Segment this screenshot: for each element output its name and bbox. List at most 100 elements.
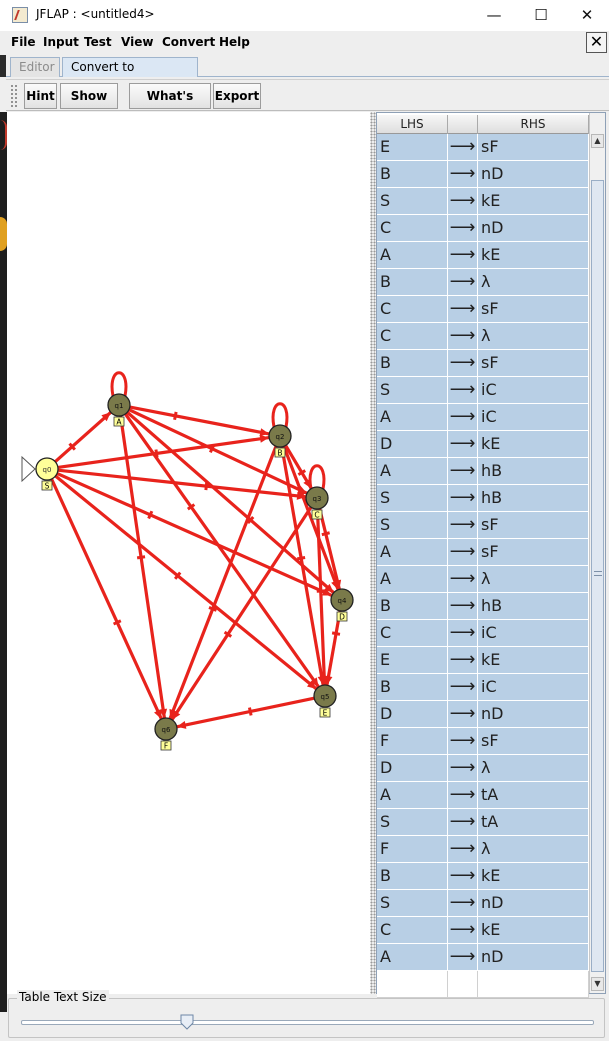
production-lhs[interactable]: D — [377, 701, 448, 727]
production-rhs[interactable]: nD — [478, 161, 589, 187]
production-arrow[interactable]: ⟶ — [448, 377, 478, 403]
production-lhs[interactable]: S — [377, 809, 448, 835]
scrollbar-thumb[interactable] — [591, 180, 604, 972]
production-rhs[interactable]: sF — [478, 728, 589, 754]
production-lhs[interactable]: D — [377, 755, 448, 781]
hint-button[interactable]: Hint — [24, 83, 57, 109]
table-row[interactable]: A⟶tA — [377, 782, 589, 809]
show-all-button[interactable]: Show All — [60, 83, 118, 127]
transition-edge[interactable] — [128, 408, 308, 495]
table-row[interactable]: C⟶kE — [377, 917, 589, 944]
state-circle[interactable] — [330, 588, 354, 612]
transition-edge[interactable] — [325, 610, 342, 686]
production-lhs[interactable]: C — [377, 296, 448, 322]
production-arrow[interactable]: ⟶ — [448, 242, 478, 268]
state-q5[interactable]: q5E — [313, 684, 337, 718]
text-size-slider-track[interactable] — [21, 1020, 594, 1025]
production-rhs[interactable]: iC — [478, 377, 589, 403]
production-arrow[interactable]: ⟶ — [448, 647, 478, 673]
table-row[interactable]: E⟶sF — [377, 134, 589, 161]
table-row[interactable]: B⟶λ — [377, 269, 589, 296]
production-arrow[interactable]: ⟶ — [448, 512, 478, 538]
production-lhs[interactable]: A — [377, 539, 448, 565]
transition-edge[interactable] — [282, 445, 340, 591]
table-row[interactable]: B⟶nD — [377, 161, 589, 188]
production-rhs[interactable]: sF — [478, 512, 589, 538]
column-header-lhs[interactable]: LHS — [377, 115, 448, 134]
production-arrow[interactable]: ⟶ — [448, 809, 478, 835]
production-arrow[interactable]: ⟶ — [448, 485, 478, 511]
production-rhs[interactable]: hB — [478, 593, 589, 619]
production-arrow[interactable]: ⟶ — [448, 728, 478, 754]
production-arrow[interactable]: ⟶ — [448, 269, 478, 295]
production-lhs[interactable]: A — [377, 944, 448, 970]
production-arrow[interactable]: ⟶ — [448, 917, 478, 943]
scroll-down-icon[interactable]: ▼ — [591, 977, 604, 991]
production-rhs[interactable]: tA — [478, 809, 589, 835]
production-lhs[interactable]: B — [377, 269, 448, 295]
production-arrow[interactable]: ⟶ — [448, 593, 478, 619]
production-lhs[interactable]: A — [377, 458, 448, 484]
production-lhs[interactable]: B — [377, 593, 448, 619]
state-circle[interactable] — [268, 424, 292, 448]
menu-view[interactable]: View — [121, 35, 154, 49]
state-circle[interactable] — [35, 457, 59, 481]
production-lhs[interactable]: E — [377, 134, 448, 160]
production-lhs[interactable]: S — [377, 485, 448, 511]
production-rhs[interactable]: kE — [478, 647, 589, 673]
transition-edge[interactable] — [129, 405, 270, 436]
close-tab-button[interactable]: ✕ — [586, 32, 607, 53]
production-rhs[interactable]: kE — [478, 431, 589, 457]
transition-edge[interactable] — [176, 696, 315, 729]
transition-edge[interactable] — [57, 468, 307, 499]
table-row[interactable]: B⟶sF — [377, 350, 589, 377]
production-lhs[interactable]: F — [377, 836, 448, 862]
production-rhs[interactable]: nD — [478, 890, 589, 916]
state-q6[interactable]: q6F — [154, 717, 178, 751]
menu-convert[interactable]: Convert — [162, 35, 216, 49]
production-lhs[interactable]: C — [377, 323, 448, 349]
production-lhs[interactable]: B — [377, 863, 448, 889]
production-rhs[interactable]: kE — [478, 917, 589, 943]
production-arrow[interactable]: ⟶ — [448, 755, 478, 781]
production-rhs[interactable]: tA — [478, 782, 589, 808]
transition-edge[interactable] — [318, 508, 341, 590]
production-arrow[interactable]: ⟶ — [448, 188, 478, 214]
transition-edge[interactable] — [118, 415, 167, 719]
production-rhs[interactable]: nD — [478, 944, 589, 970]
production-lhs[interactable]: C — [377, 620, 448, 646]
tab-convert-to-grammar[interactable]: Convert to Grammar — [62, 57, 198, 92]
state-q4[interactable]: q4D — [330, 588, 354, 622]
production-arrow[interactable]: ⟶ — [448, 134, 478, 160]
state-circle[interactable] — [154, 717, 178, 741]
state-circle[interactable] — [305, 486, 329, 510]
minimize-button[interactable]: — — [486, 6, 502, 24]
table-row[interactable]: F⟶λ — [377, 836, 589, 863]
production-lhs[interactable]: F — [377, 728, 448, 754]
state-circle[interactable] — [313, 684, 337, 708]
production-arrow[interactable]: ⟶ — [448, 458, 478, 484]
production-rhs[interactable]: kE — [478, 188, 589, 214]
production-rhs[interactable]: iC — [478, 674, 589, 700]
transition-edge[interactable] — [54, 411, 112, 463]
production-arrow[interactable]: ⟶ — [448, 350, 478, 376]
production-rhs[interactable]: sF — [478, 350, 589, 376]
production-rhs[interactable]: kE — [478, 863, 589, 889]
menu-file[interactable]: File — [11, 35, 36, 49]
table-row[interactable]: D⟶λ — [377, 755, 589, 782]
production-arrow[interactable]: ⟶ — [448, 539, 478, 565]
table-row[interactable]: A⟶kE — [377, 242, 589, 269]
menu-input[interactable]: Input — [43, 35, 79, 49]
production-arrow[interactable]: ⟶ — [448, 431, 478, 457]
empty-cell[interactable] — [448, 971, 478, 997]
production-lhs[interactable]: D — [377, 431, 448, 457]
transition-edge[interactable] — [50, 478, 163, 720]
table-row[interactable]: B⟶hB — [377, 593, 589, 620]
production-lhs[interactable]: S — [377, 377, 448, 403]
production-lhs[interactable]: S — [377, 890, 448, 916]
self-loop-edge[interactable] — [308, 464, 326, 490]
production-rhs[interactable]: iC — [478, 620, 589, 646]
table-scrollbar[interactable]: ▲ ▼ — [589, 113, 605, 993]
